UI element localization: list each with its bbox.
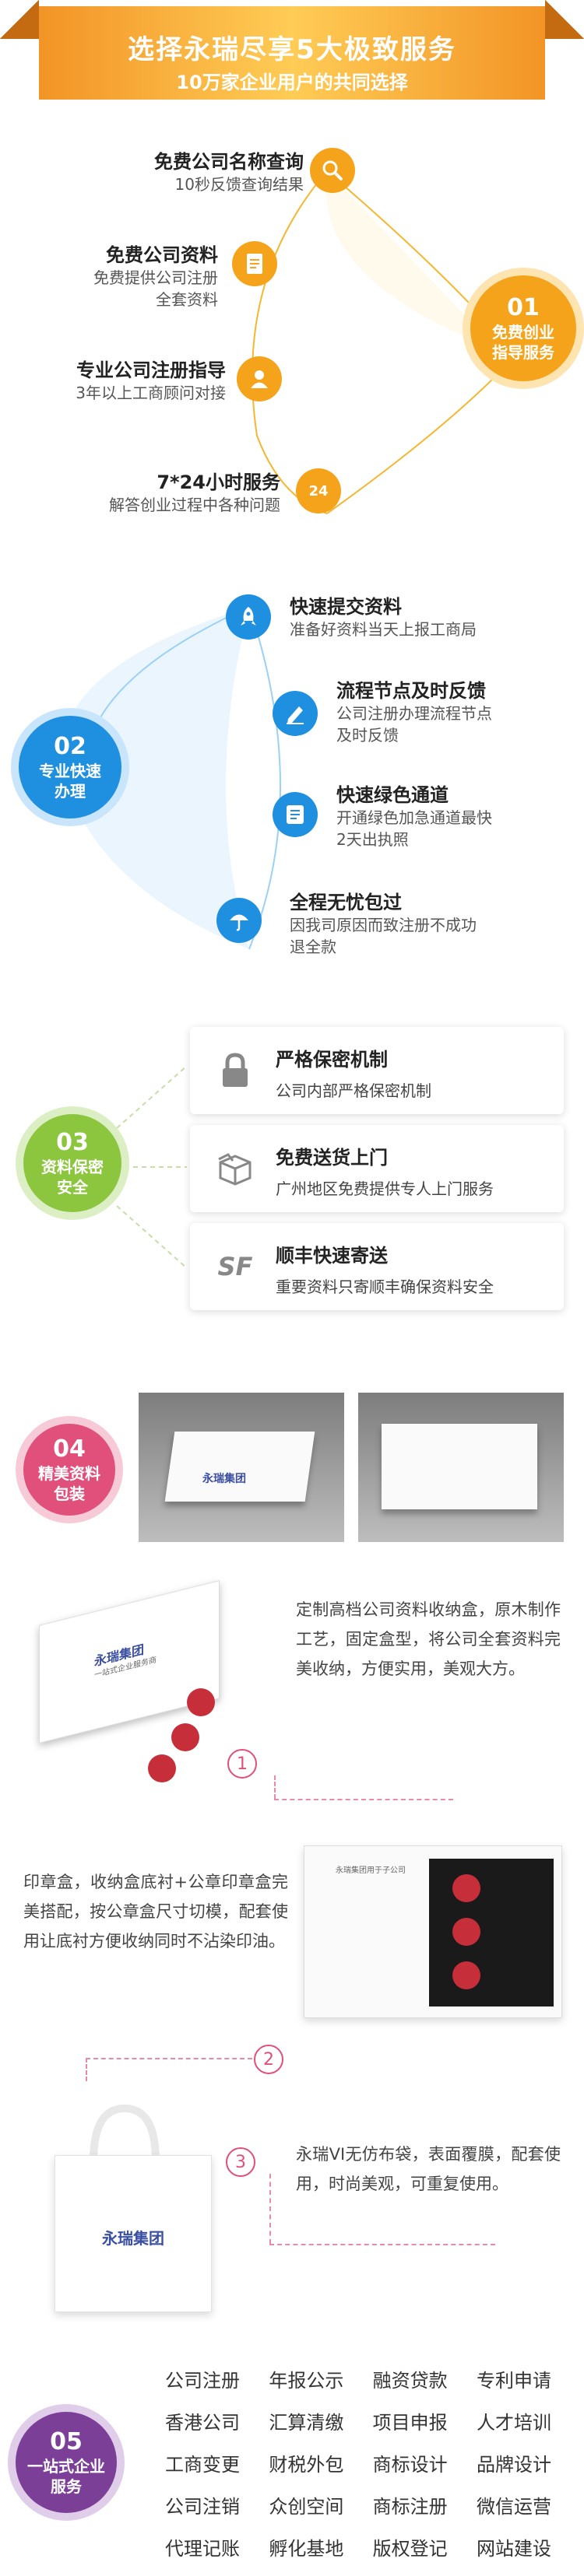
page-subtitle: 10万家企业用户的共同选择 <box>176 72 408 93</box>
detail-number: 3 <box>226 2147 255 2177</box>
service-grid: 公司注册 年报公示 融资贷款 专利申请香港公司 汇算清缴 项目申报 人才培训工商变更 财税外包… <box>156 2357 561 2567</box>
service-item[interactable]: 孵化基地 <box>269 2537 344 2560</box>
feature-desc: 退全款 <box>290 938 336 956</box>
document-icon <box>232 241 277 286</box>
section-one-stop-services: 05 一站式企业 服务 公司注册 年报公示 融资贷款 专利申请香港公司 汇算清缴 项目申报… <box>0 2342 584 2575</box>
section3-badge: 03 资料保密 安全 <box>23 1114 121 1212</box>
section4-badge: 04 精美资料 包装 <box>23 1424 115 1516</box>
clock-24-icon: 24 <box>296 468 341 513</box>
section-fast-processing: 快速提交资料 准备好资料当天上报工商局 流程节点及时反馈 公司注册办理流程节点 … <box>0 560 584 996</box>
detail-number: 2 <box>254 2045 283 2074</box>
feature-desc: 解答创业过程中各种问题 <box>109 496 280 514</box>
section1-badge: 01 免费创业 指导服务 <box>470 275 576 381</box>
service-item[interactable]: 品牌设计 <box>476 2453 551 2476</box>
page-title: 选择永瑞尽享5大极致服务 <box>128 34 456 65</box>
box-icon <box>213 1147 257 1190</box>
security-card: SF 顺丰快速寄送 重要资料只寄顺丰确保资料安全 <box>190 1223 564 1310</box>
service-item[interactable]: 公司注销 <box>165 2495 240 2518</box>
security-card: 免费送货上门 广州地区免费提供专人上门服务 <box>190 1125 564 1212</box>
package-photo <box>358 1393 564 1542</box>
service-item[interactable]: 网站建设 <box>476 2537 551 2560</box>
feature-title: 全程无忧包过 <box>290 892 402 913</box>
service-row: 代理记账 孵化基地 版权登记 网站建设 <box>156 2525 561 2567</box>
feature-title: 免费公司资料 <box>106 244 218 266</box>
service-item[interactable]: 工商变更 <box>165 2453 240 2476</box>
feature-desc: 2天出执照 <box>336 830 409 849</box>
service-row: 公司注册 年报公示 融资贷款 专利申请 <box>156 2357 561 2399</box>
service-item[interactable]: 商标注册 <box>372 2495 448 2518</box>
section-data-security: 03 资料保密 安全 严格保密机制 公司内部严格保密机制 免费送货上门 广州地区… <box>0 1011 584 1323</box>
list-icon <box>273 792 318 837</box>
feature-desc: 公司注册办理流程节点 <box>336 704 492 723</box>
service-row: 工商变更 财税外包 商标设计 品牌设计 <box>156 2441 561 2483</box>
sf-express-icon: SF <box>217 1252 253 1281</box>
service-item[interactable]: 财税外包 <box>269 2453 344 2476</box>
service-item[interactable]: 年报公示 <box>269 2369 344 2392</box>
feature-desc: 准备好资料当天上报工商局 <box>290 620 477 639</box>
section-packaging: 04 精美资料 包装 永瑞集团 永瑞集团 一站式企业服务商 定制高档公司资料收纳… <box>0 1338 584 2326</box>
service-item[interactable]: 人才培训 <box>476 2411 551 2434</box>
feature-desc: 3年以上工商顾问对接 <box>76 384 226 402</box>
feature-desc: 全套资料 <box>156 290 218 309</box>
detail-text: 印章盒，收纳盒底衬+公章印章盒完美搭配，按公章盒尺寸切模，配套使用让底衬方便收纳… <box>23 1873 288 1950</box>
service-item[interactable]: 项目申报 <box>372 2411 448 2434</box>
feature-title: 免费公司名称查询 <box>154 151 304 173</box>
seal-box-photo: 永瑞集团用于子公司 <box>304 1845 562 2018</box>
lock-icon <box>213 1049 257 1092</box>
feature-desc: 开通绿色加急通道最快 <box>336 808 492 827</box>
rocket-icon <box>226 594 271 640</box>
document-box-photo: 永瑞集团 一站式企业服务商 <box>23 1580 265 1782</box>
service-item[interactable]: 代理记账 <box>165 2537 240 2560</box>
package-photo: 永瑞集团 <box>139 1393 344 1542</box>
section5-badge: 05 一站式企业 服务 <box>16 2412 117 2513</box>
feature-desc: 及时反馈 <box>336 726 399 745</box>
feature-desc: 免费提供公司注册 <box>93 268 218 287</box>
feature-desc: 因我司原因而致注册不成功 <box>290 916 477 934</box>
service-item[interactable]: 众创空间 <box>269 2495 344 2518</box>
tote-bag-photo: 永瑞集团 <box>39 2101 226 2318</box>
feature-title: 专业公司注册指导 <box>76 359 226 381</box>
service-item[interactable]: 微信运营 <box>476 2495 551 2518</box>
user-icon <box>237 356 282 401</box>
feature-title: 流程节点及时反馈 <box>336 680 486 702</box>
service-row: 公司注销 众创空间 商标注册 微信运营 <box>156 2483 561 2525</box>
feature-title: 快速提交资料 <box>290 596 402 618</box>
header-ribbon: 选择永瑞尽享5大极致服务 10万家企业用户的共同选择 <box>39 6 545 100</box>
edit-icon <box>273 691 318 736</box>
detail-text: 定制高档公司资料收纳盒，原木制作工艺，固定盒型，将公司全套资料完美收纳，方便实用… <box>296 1600 561 1678</box>
service-item[interactable]: 香港公司 <box>165 2411 240 2434</box>
detail-number: 1 <box>227 1749 257 1779</box>
security-card: 严格保密机制 公司内部严格保密机制 <box>190 1027 564 1114</box>
service-item[interactable]: 商标设计 <box>372 2453 448 2476</box>
umbrella-icon <box>216 898 262 943</box>
service-row: 香港公司 汇算清缴 项目申报 人才培训 <box>156 2399 561 2441</box>
feature-desc: 10秒反馈查询结果 <box>174 175 304 194</box>
feature-title: 快速绿色通道 <box>336 784 449 806</box>
service-item[interactable]: 版权登记 <box>372 2537 448 2560</box>
section-free-guidance: 免费公司名称查询 10秒反馈查询结果 免费公司资料 免费提供公司注册 全套资料 … <box>0 124 584 560</box>
service-item[interactable]: 公司注册 <box>165 2369 240 2392</box>
feature-title: 7*24小时服务 <box>157 471 280 493</box>
section2-badge: 02 专业快速 办理 <box>19 716 121 818</box>
service-item[interactable]: 专利申请 <box>476 2369 551 2392</box>
search-icon <box>310 148 355 193</box>
section3-connectors <box>116 1065 188 1269</box>
service-item[interactable]: 汇算清缴 <box>269 2411 344 2434</box>
service-item[interactable]: 融资贷款 <box>372 2369 448 2392</box>
header-banner: 选择永瑞尽享5大极致服务 10万家企业用户的共同选择 <box>0 0 584 117</box>
detail-text: 永瑞VI无仿布袋，表面覆膜，配套使用，时尚美观，可重复使用。 <box>296 2145 561 2193</box>
